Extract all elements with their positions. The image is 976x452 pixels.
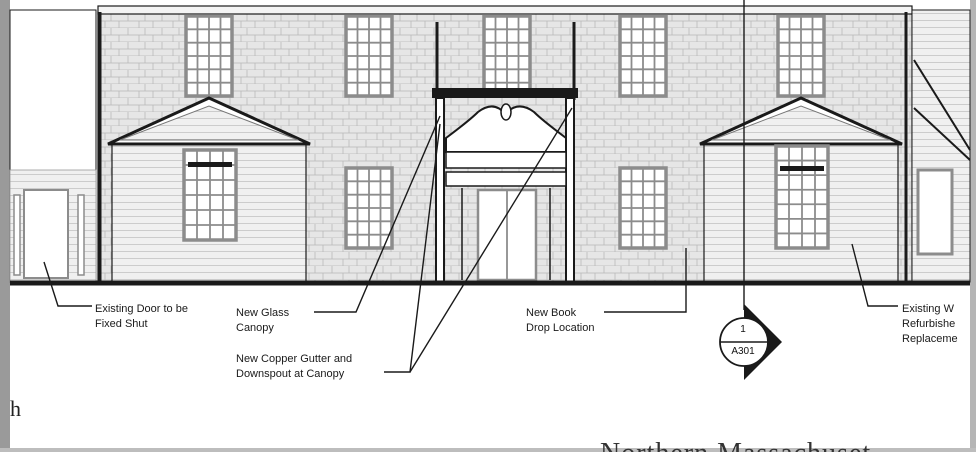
left-border (0, 0, 10, 452)
left-building-sidelight (77, 194, 85, 276)
leader-copper-gutter (409, 107, 573, 373)
section-tag-sheet: A301 (731, 346, 755, 357)
bottom-border (0, 448, 976, 452)
right-building-window (916, 168, 954, 256)
canopy-post (565, 97, 575, 283)
right-border (970, 0, 976, 452)
door-entablature (445, 171, 567, 187)
cropped-sheet-title: Northern Massachuset (600, 438, 871, 452)
leader-existing-door (43, 261, 92, 307)
right-building-roof (913, 59, 971, 161)
window-head (188, 162, 232, 167)
left-building-sidelight (13, 194, 21, 276)
door-entablature (445, 151, 567, 169)
cornice (97, 5, 913, 15)
wing-gable-infill (119, 105, 299, 141)
leader-book-drop (604, 248, 687, 313)
window-head (780, 166, 824, 171)
section-tag-number: 1 (740, 324, 746, 335)
pediment-finial (500, 103, 512, 121)
cropped-letter: h (10, 396, 21, 421)
wing-gable-infill (711, 105, 891, 141)
canopy-beam (432, 88, 578, 98)
leader-existing-window (851, 243, 898, 307)
leader-glass-canopy (314, 115, 441, 313)
left-building-door (23, 189, 69, 279)
